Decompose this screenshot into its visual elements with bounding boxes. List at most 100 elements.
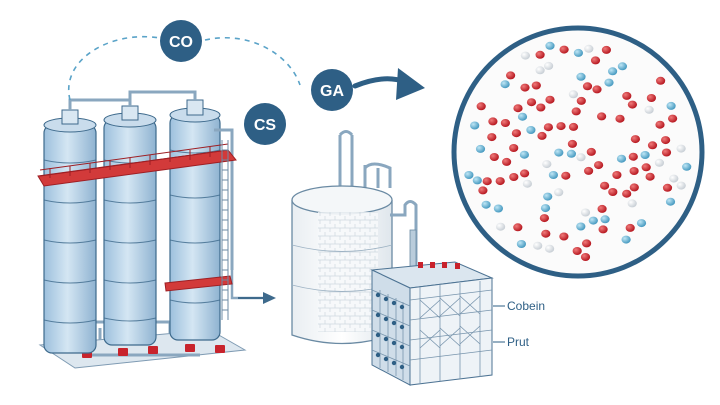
particle-red: [608, 188, 618, 196]
particle-red: [661, 148, 672, 157]
particle-red: [645, 172, 655, 181]
particle-blue: [682, 162, 692, 171]
particle-blue: [493, 204, 503, 213]
particle-red: [629, 183, 639, 192]
particle-red: [582, 239, 592, 248]
particle-blue: [548, 171, 559, 179]
co-bubble: CO: [160, 20, 202, 62]
particle-red: [592, 85, 602, 94]
particle-red: [520, 169, 530, 178]
particle-blue: [576, 222, 586, 231]
particle-blue: [526, 126, 536, 134]
storage-tank-icon: [291, 130, 418, 345]
particle-red: [535, 50, 545, 59]
particle-red: [568, 122, 579, 131]
process-flow-arrow: [238, 292, 276, 304]
particle-white: [520, 51, 531, 60]
particle-red: [500, 119, 510, 127]
particle-blue: [604, 78, 614, 87]
particle-blue: [608, 67, 618, 76]
particle-white: [584, 44, 594, 53]
prut-callout: Prut: [493, 335, 530, 349]
particle-blue: [517, 112, 528, 121]
particle-red: [627, 100, 638, 109]
particle-red: [628, 152, 638, 161]
particle-blue: [516, 240, 527, 248]
particle-red: [641, 163, 651, 172]
particle-red: [594, 161, 604, 170]
particle-red: [655, 120, 665, 129]
lower-platform-ring: [164, 275, 233, 292]
particle-red: [537, 131, 547, 140]
particle-blue: [472, 176, 482, 185]
cs-bubble: CS: [244, 103, 286, 145]
particle-red: [622, 91, 632, 100]
particle-red: [520, 83, 530, 92]
prut-label: Prut: [507, 335, 530, 349]
particle-blue: [640, 151, 650, 159]
particle-blue: [600, 215, 610, 224]
particle-red: [668, 114, 678, 123]
bottom-valves: [82, 344, 225, 358]
particle-white: [554, 188, 564, 197]
particle-red: [513, 223, 523, 232]
particle-white: [676, 144, 686, 153]
distillation-column-3: [169, 99, 221, 341]
particle-red: [615, 114, 625, 123]
particle-red: [597, 204, 607, 213]
particle-red: [513, 104, 523, 113]
co-label: CO: [169, 34, 193, 51]
particle-blue: [481, 200, 491, 209]
particle-white: [535, 66, 545, 75]
particle-blue: [554, 148, 564, 157]
particle-white: [627, 199, 637, 208]
ga-bubble: GA: [311, 69, 353, 111]
particle-blue: [573, 48, 584, 57]
particle-red: [625, 223, 635, 232]
particle-red: [601, 45, 612, 54]
particle-blue: [500, 80, 510, 89]
particle-red: [661, 136, 671, 145]
particle-red: [545, 95, 555, 104]
red-walkway-platform: [37, 143, 237, 187]
particle-white: [676, 181, 686, 190]
particle-red: [572, 247, 582, 255]
cobein-callout: Cobein: [493, 299, 545, 313]
particle-white: [576, 153, 586, 162]
particle-white: [522, 179, 533, 188]
particle-red: [536, 103, 546, 112]
column-ladder: [221, 140, 229, 320]
particle-red: [539, 214, 550, 223]
particle-red: [487, 133, 497, 142]
particle-red: [586, 147, 596, 156]
particle-white: [533, 241, 543, 250]
particle-blue: [464, 171, 474, 179]
particle-blue: [621, 235, 631, 244]
particle-blue: [616, 154, 627, 163]
particle-red: [571, 107, 581, 116]
particle-red: [476, 102, 486, 111]
particle-red: [559, 45, 569, 54]
particle-red: [580, 253, 591, 261]
particle-blue: [636, 219, 647, 228]
particle-white: [580, 208, 591, 217]
particle-blue: [665, 197, 676, 206]
particle-red: [502, 157, 512, 166]
distillation-column-1: [43, 109, 97, 354]
distillation-column-2: [103, 105, 157, 346]
particle-white: [669, 174, 679, 183]
particle-red: [509, 144, 519, 152]
particle-red: [622, 189, 632, 198]
particle-red: [559, 232, 569, 241]
particle-red: [662, 183, 673, 192]
particle-red: [543, 123, 554, 132]
particle-blue: [470, 121, 480, 130]
particle-red: [612, 171, 622, 179]
particle-blue: [519, 150, 530, 159]
particle-red: [597, 112, 607, 121]
particle-blue: [540, 204, 551, 213]
particle-red: [541, 229, 551, 238]
particle-white: [644, 105, 654, 114]
particle-blue: [588, 216, 598, 225]
